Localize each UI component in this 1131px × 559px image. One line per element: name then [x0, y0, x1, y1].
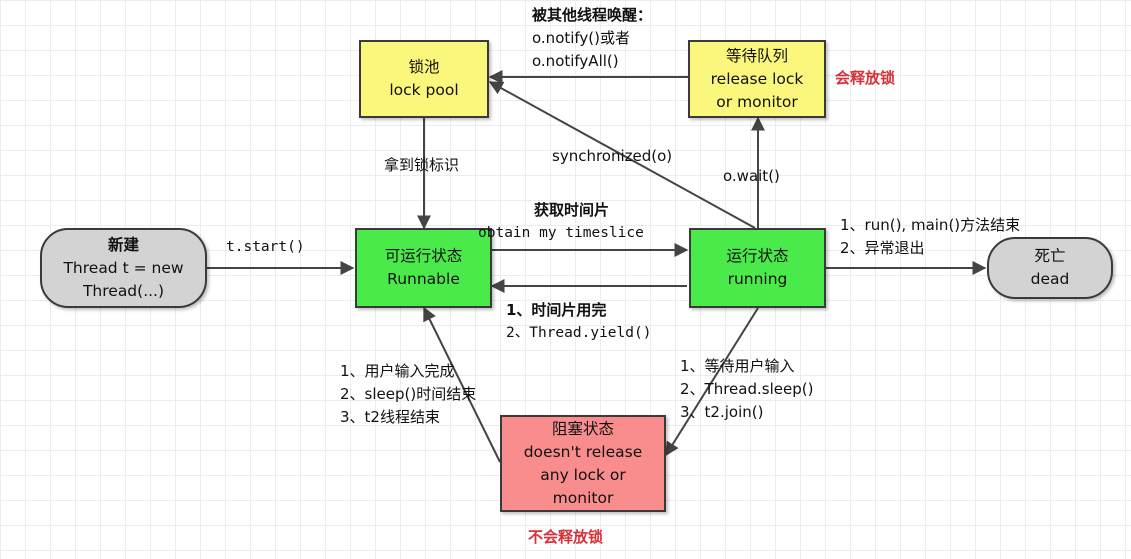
runnable-title: 可运行状态: [384, 247, 463, 265]
timeslice-label-line2: obtain my timeslice: [478, 225, 644, 241]
notified-label-line2: o.notify()或者: [532, 29, 631, 47]
new-thread-line3: Thread(...): [82, 281, 165, 300]
lock-pool-subtitle: lock pool: [389, 81, 459, 99]
no-release-lock-label: 不会释放锁: [528, 528, 604, 546]
slice-used-label-line2: 2、Thread.yield(): [506, 325, 652, 341]
running-subtitle: running: [727, 270, 788, 288]
end-label-line1: 1、run(), main()方法结束: [840, 216, 1021, 234]
notified-label-line1: 被其他线程唤醒：: [532, 6, 653, 24]
dead-title: 死亡: [1034, 247, 1066, 265]
timeslice-label: 获取时间片 obtain my timeslice: [478, 199, 644, 245]
get-lock-flag-label: 拿到锁标识: [384, 156, 460, 174]
wait-queue-line2: release lock: [710, 69, 804, 88]
start-label: t.start(): [226, 239, 305, 255]
wait-input-label-line2: 2、Thread.sleep(): [680, 380, 814, 398]
new-thread-node: 新建 Thread t = new Thread(...): [40, 228, 207, 308]
dead-node: 死亡 dead: [987, 237, 1113, 299]
wait-input-label-line1: 1、等待用户输入: [680, 357, 795, 375]
release-lock-label: 会释放锁: [835, 69, 896, 87]
lock-pool-title: 锁池: [408, 58, 440, 76]
wait-input-label-line3: 3、t2.join(): [680, 403, 764, 421]
runnable-node: 可运行状态 Runnable: [355, 228, 492, 308]
slice-used-label: 1、时间片用完 2、Thread.yield(): [506, 299, 651, 345]
wait-queue-title: 等待队列: [725, 46, 788, 65]
unblock-label-line2: 2、sleep()时间结束: [340, 385, 477, 403]
blocked-line3: any lock or: [540, 465, 626, 484]
unblock-label-line1: 1、用户输入完成: [340, 362, 455, 380]
running-title: 运行状态: [726, 247, 789, 265]
blocked-node: 阻塞状态 doesn't release any lock or monitor: [500, 415, 666, 512]
arrow-blocked-to-runnable: [423, 306, 501, 463]
notified-label-line3: o.notifyAll(): [532, 52, 619, 70]
blocked-title: 阻塞状态: [551, 419, 614, 438]
blocked-line4: monitor: [552, 488, 614, 507]
notified-label: 被其他线程唤醒： o.notify()或者 o.notifyAll(): [532, 4, 652, 73]
blocked-line2: doesn't release: [523, 442, 643, 461]
new-thread-title: 新建: [107, 235, 139, 254]
wait-queue-node: 等待队列 release lock or monitor: [688, 40, 826, 118]
dead-subtitle: dead: [1030, 270, 1070, 288]
end-label: 1、run(), main()方法结束 2、异常退出: [840, 214, 1020, 260]
lock-pool-node: 锁池 lock pool: [359, 40, 489, 118]
wait-queue-line3: or monitor: [716, 92, 798, 111]
wait-label: o.wait(): [723, 167, 780, 185]
slice-used-label-line1: 1、时间片用完: [506, 301, 607, 319]
arrow-running-to-blocked: [665, 307, 759, 457]
timeslice-label-line1: 获取时间片: [534, 201, 610, 219]
end-label-line2: 2、异常退出: [840, 239, 925, 257]
synchronized-label: synchronized(o): [552, 147, 673, 165]
wait-input-label: 1、等待用户输入 2、Thread.sleep() 3、t2.join(): [680, 355, 813, 424]
unblock-label-line3: 3、t2线程结束: [340, 408, 440, 426]
arrow-running-to-lockpool: [488, 81, 756, 229]
new-thread-line2: Thread t = new: [63, 258, 184, 277]
runnable-subtitle: Runnable: [387, 270, 460, 288]
unblock-label: 1、用户输入完成 2、sleep()时间结束 3、t2线程结束: [340, 360, 476, 429]
running-node: 运行状态 running: [689, 228, 826, 308]
